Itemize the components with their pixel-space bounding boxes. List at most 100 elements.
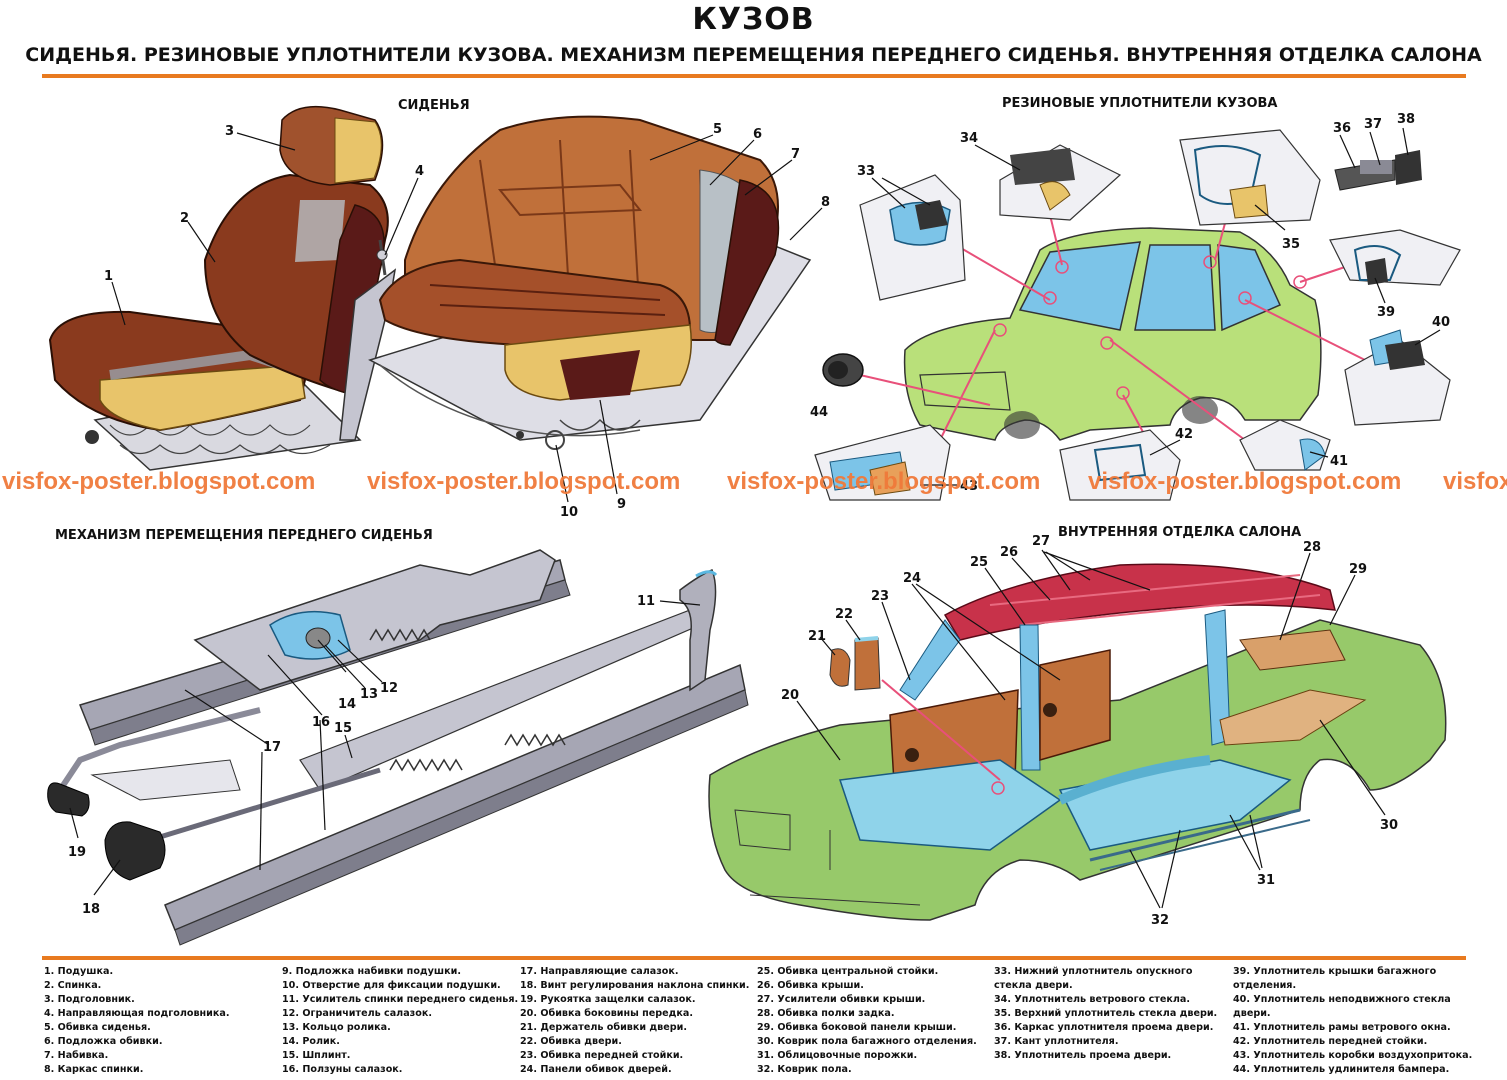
legend-item: 7. Набивка. <box>44 1050 109 1061</box>
legend-item: 35. Верхний уплотнитель стекла двери. <box>994 1008 1218 1019</box>
callout-11: 11 <box>637 594 655 609</box>
callout-15: 15 <box>334 721 352 736</box>
seal-profile-35 <box>1179 129 1321 226</box>
legend-item: 40. Уплотнитель неподвижного стекла двер… <box>1233 994 1451 1019</box>
callout-20: 20 <box>781 688 799 703</box>
legend-item: 6. Подложка обивки. <box>44 1036 163 1047</box>
watermark-4: visfox-poster.blogspot.com <box>1088 468 1402 495</box>
legend-item: 21. Держатель обивки двери. <box>520 1022 687 1033</box>
legend-item: 42. Уплотнитель передней стойки. <box>1233 1036 1428 1047</box>
legend-item: 39. Уплотнитель крышки багажного отделен… <box>1233 966 1437 991</box>
top-rule <box>42 74 1466 78</box>
section-title-interior: ВНУТРЕННЯЯ ОТДЕЛКА САЛОНА <box>1058 525 1302 540</box>
legend-item: 13. Кольцо ролика. <box>282 1022 391 1033</box>
section-title-seats: СИДЕНЬЯ <box>398 98 470 113</box>
legend-column-6: 39. Уплотнитель крышки багажного отделен… <box>1233 965 1473 1077</box>
legend-item: 20. Обивка боковины передка. <box>520 1008 694 1019</box>
legend-item: 15. Шплинт. <box>282 1050 351 1061</box>
callout-23: 23 <box>871 589 889 604</box>
callout-26: 26 <box>1000 545 1018 560</box>
legend-column-5: 33. Нижний уплотнитель опускного стекла … <box>994 965 1224 1063</box>
callout-3: 3 <box>225 124 234 139</box>
legend-item: 36. Каркас уплотнителя проема двери. <box>994 1022 1214 1033</box>
callout-4: 4 <box>415 164 424 179</box>
legend-item: 28. Обивка полки задка. <box>757 1008 895 1019</box>
section-title-seals: РЕЗИНОВЫЕ УПЛОТНИТЕЛИ КУЗОВА <box>1002 96 1278 111</box>
seal-profile-41 <box>1239 419 1331 471</box>
callout-30: 30 <box>1380 818 1398 833</box>
legend-item: 34. Уплотнитель ветрового стекла. <box>994 994 1191 1005</box>
legend-item: 12. Ограничитель салазок. <box>282 1008 432 1019</box>
legend-item: 11. Усилитель спинки переднего сиденья. <box>282 994 519 1005</box>
callout-33: 33 <box>857 164 875 179</box>
legend-item: 4. Направляющая подголовника. <box>44 1008 230 1019</box>
legend-item: 9. Подложка набивки подушки. <box>282 966 461 977</box>
legend-item: 27. Усилители обивки крыши. <box>757 994 926 1005</box>
callout-9: 9 <box>617 497 626 512</box>
callout-22: 22 <box>835 607 853 622</box>
legend-item: 8. Каркас спинки. <box>44 1064 144 1075</box>
legend-item: 37. Кант уплотнителя. <box>994 1036 1119 1047</box>
watermark-3: visfox-poster.blogspot.com <box>727 468 1041 495</box>
callout-38: 38 <box>1397 112 1415 127</box>
callout-34: 34 <box>960 131 978 146</box>
legend-column-4: 25. Обивка центральной стойки. 26. Обивк… <box>757 965 987 1077</box>
callout-41: 41 <box>1330 454 1348 469</box>
callout-14: 14 <box>338 697 356 712</box>
legend-item: 5. Обивка сиденья. <box>44 1022 151 1033</box>
callout-40: 40 <box>1432 315 1450 330</box>
legend-column-1: 1. Подушка. 2. Спинка. 3. Подголовник. 4… <box>44 965 274 1077</box>
callout-16: 16 <box>312 715 330 730</box>
legend-item: 19. Рукоятка защелки салазок. <box>520 994 696 1005</box>
legend-item: 29. Обивка боковой панели крыши. <box>757 1022 957 1033</box>
callout-6: 6 <box>753 127 762 142</box>
watermark-1: visfox-poster.blogspot.com <box>2 468 316 495</box>
legend-item: 43. Уплотнитель коробки воздухопритока. <box>1233 1050 1473 1061</box>
legend-item: 10. Отверстие для фиксации подушки. <box>282 980 501 991</box>
legend-item: 22. Обивка двери. <box>520 1036 622 1047</box>
callout-39: 39 <box>1377 305 1395 320</box>
callout-1: 1 <box>104 269 113 284</box>
seal-profile-36-38 <box>1334 150 1422 191</box>
callout-17: 17 <box>263 740 281 755</box>
callout-21: 21 <box>808 629 826 644</box>
legend-item: 2. Спинка. <box>44 980 102 991</box>
callout-37: 37 <box>1364 117 1382 132</box>
legend-item: 16. Ползуны салазок. <box>282 1064 403 1075</box>
bottom-rule <box>42 956 1466 960</box>
callout-8: 8 <box>821 195 830 210</box>
callout-32: 32 <box>1151 913 1169 928</box>
callout-19: 19 <box>68 845 86 860</box>
legend-item: 26. Обивка крыши. <box>757 980 864 991</box>
callout-2: 2 <box>180 211 189 226</box>
legend-item: 30. Коврик пола багажного отделения. <box>757 1036 977 1047</box>
callout-44: 44 <box>810 405 828 420</box>
seal-profile-33 <box>859 174 966 301</box>
front-seat-illustration <box>48 105 397 471</box>
watermark-2: visfox-poster.blogspot.com <box>367 468 681 495</box>
watermark-5: visfox <box>1443 468 1507 495</box>
interior-body-illustration <box>708 563 1447 921</box>
legend-item: 17. Направляющие салазок. <box>520 966 679 977</box>
legend-item: 38. Уплотнитель проема двери. <box>994 1050 1172 1061</box>
legend-item: 25. Обивка центральной стойки. <box>757 966 939 977</box>
callout-10: 10 <box>560 505 578 520</box>
callout-7: 7 <box>791 147 800 162</box>
callout-36: 36 <box>1333 121 1351 136</box>
legend-item: 44. Уплотнитель удлинителя бампера. <box>1233 1064 1450 1075</box>
sedan-body-illustration <box>903 227 1322 441</box>
callout-13: 13 <box>360 687 378 702</box>
seal-profile-39 <box>1329 229 1461 286</box>
callout-24: 24 <box>903 571 921 586</box>
legend-item: 3. Подголовник. <box>44 994 135 1005</box>
callout-42: 42 <box>1175 427 1193 442</box>
legend-item: 14. Ролик. <box>282 1036 340 1047</box>
seal-profile-44 <box>822 353 864 387</box>
callout-35: 35 <box>1282 237 1300 252</box>
legend-column-2: 9. Подложка набивки подушки. 10. Отверст… <box>282 965 519 1077</box>
legend-item: 1. Подушка. <box>44 966 114 977</box>
legend-item: 32. Коврик пола. <box>757 1064 852 1075</box>
section-title-mechanism: МЕХАНИЗМ ПЕРЕМЕЩЕНИЯ ПЕРЕДНЕГО СИДЕНЬЯ <box>55 528 433 543</box>
legend-column-3: 17. Направляющие салазок. 18. Винт регул… <box>520 965 752 1077</box>
seal-profile-40 <box>1344 329 1451 426</box>
